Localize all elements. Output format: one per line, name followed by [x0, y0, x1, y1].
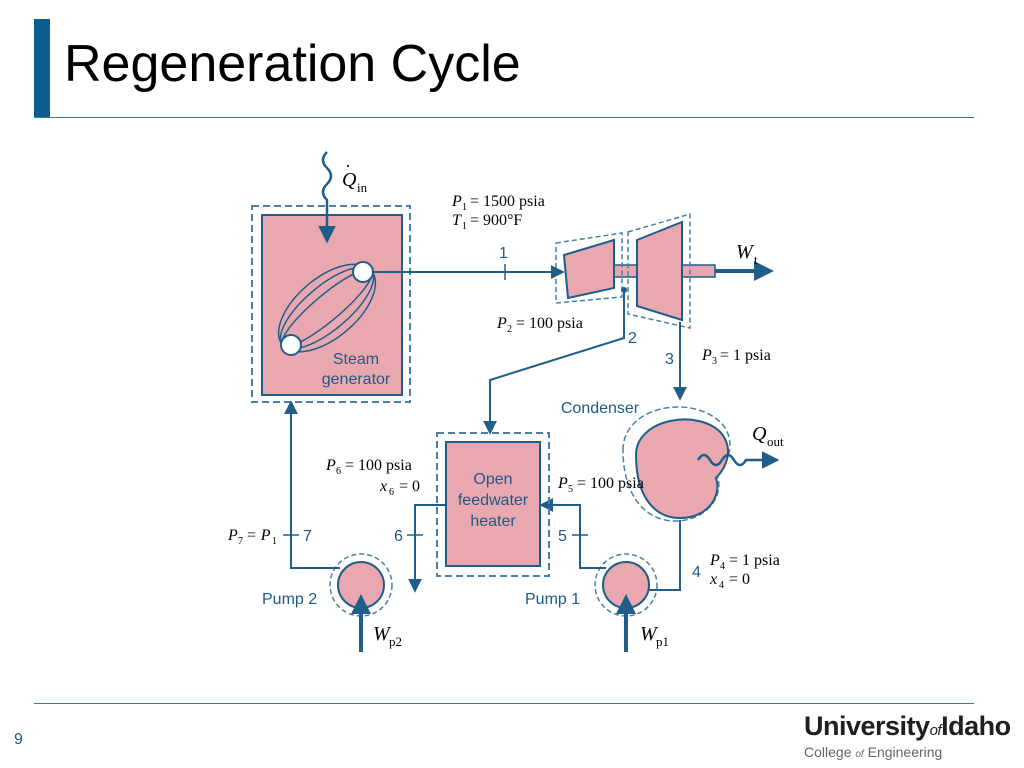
- state-4-number: 4: [692, 564, 701, 581]
- w-p1-label: W: [640, 623, 659, 645]
- generator-outlet-node: [352, 261, 374, 283]
- q-out-label: Q: [752, 423, 767, 445]
- slide-title: Regeneration Cycle: [64, 35, 521, 93]
- top-rule: [34, 117, 974, 118]
- condition-p5: P 5 = 100 psia: [557, 475, 644, 495]
- condition-x4: x 4 = 0: [709, 571, 750, 591]
- q-in-dot: ·: [345, 156, 351, 176]
- pump-2-label: Pump 2: [262, 591, 317, 608]
- condition-p1: P 1 = 1500 psia: [451, 193, 545, 213]
- svg-text:4: 4: [719, 580, 724, 591]
- heater-label-1: Open: [473, 471, 512, 488]
- w-p1-sub: p1: [656, 634, 669, 649]
- generator-inlet-node: [280, 334, 302, 356]
- svg-text:x: x: [709, 571, 717, 588]
- condition-p7: P 7 = P 1: [227, 527, 277, 547]
- svg-text:1: 1: [462, 202, 467, 213]
- state-7-number: 7: [303, 528, 312, 545]
- svg-text:= 0: = 0: [399, 478, 420, 495]
- condition-x6: x 6 = 0: [379, 478, 420, 498]
- svg-text:= 100 psia: = 100 psia: [345, 457, 412, 474]
- state-6-number: 6: [394, 528, 403, 545]
- state-3-number: 3: [665, 351, 674, 368]
- svg-text:= 100 psia: = 100 psia: [516, 315, 583, 332]
- svg-text:2: 2: [507, 324, 512, 335]
- svg-text:P: P: [709, 552, 720, 569]
- state-1-number: 1: [499, 245, 508, 262]
- heater-label-3: heater: [470, 513, 516, 530]
- university-logo: UniversityofIdaho College of Engineering: [804, 711, 1016, 760]
- state-6-line: [408, 504, 446, 593]
- condenser-label: Condenser: [561, 400, 640, 417]
- state-5-line: [539, 498, 606, 569]
- condition-p4: P 4 = 1 psia: [709, 552, 780, 572]
- w-t-sub: t: [754, 252, 758, 267]
- svg-text:P: P: [496, 315, 507, 332]
- condenser: [622, 406, 731, 522]
- svg-text:P: P: [325, 457, 336, 474]
- turbine: [555, 213, 716, 329]
- svg-text:P: P: [227, 527, 238, 544]
- logo-sub-text: College of Engineering: [804, 744, 943, 760]
- svg-text:P: P: [701, 347, 712, 364]
- svg-text:= 1500 psia: = 1500 psia: [470, 193, 545, 210]
- svg-text:x: x: [379, 478, 387, 495]
- steam-generator-label-1: Steam: [333, 351, 379, 368]
- page-number: 9: [14, 731, 23, 748]
- svg-text:= 1 psia: = 1 psia: [729, 552, 780, 569]
- state-2-line: [483, 290, 625, 435]
- state-4-line: [633, 520, 681, 597]
- svg-text:= 100 psia: = 100 psia: [577, 475, 644, 492]
- svg-text:T: T: [452, 212, 462, 229]
- svg-text:= P: = P: [246, 527, 271, 544]
- heat-in-arrow: [318, 151, 336, 244]
- w-p2-label: W: [373, 623, 392, 645]
- svg-text:1: 1: [272, 536, 277, 547]
- svg-text:1: 1: [462, 221, 467, 232]
- svg-text:7: 7: [238, 536, 243, 547]
- svg-text:3: 3: [712, 356, 717, 367]
- svg-text:6: 6: [389, 487, 394, 498]
- heat-out-arrow: [696, 451, 780, 469]
- condition-p2: P 2 = 100 psia: [496, 315, 583, 335]
- svg-text:4: 4: [720, 561, 725, 572]
- steam-generator-label-2: generator: [322, 371, 391, 388]
- heater-label-2: feedwater: [458, 492, 529, 509]
- q-in-sub: in: [357, 180, 368, 195]
- steam-generator: [251, 205, 411, 403]
- w-t-label: W: [736, 241, 755, 263]
- svg-text:= 0: = 0: [729, 571, 750, 588]
- pump-1-label: Pump 1: [525, 591, 580, 608]
- condition-p3: P 3 = 1 psia: [701, 347, 771, 367]
- q-out-sub: out: [767, 434, 784, 449]
- state-5-number: 5: [558, 528, 567, 545]
- logo-main-text: UniversityofIdaho: [804, 711, 1011, 741]
- state-2-number: 2: [628, 330, 637, 347]
- svg-text:6: 6: [336, 466, 341, 477]
- svg-text:P: P: [451, 193, 462, 210]
- svg-text:= 1 psia: = 1 psia: [720, 347, 771, 364]
- svg-text:= 900°F: = 900°F: [470, 212, 522, 229]
- q-in-label: Q: [342, 169, 357, 191]
- svg-text:P: P: [557, 475, 568, 492]
- condition-t1: T 1 = 900°F: [452, 212, 522, 232]
- svg-text:5: 5: [568, 484, 573, 495]
- condition-p6: P 6 = 100 psia: [325, 457, 412, 477]
- open-feedwater-heater: [436, 432, 550, 577]
- state-7-line: [284, 400, 340, 569]
- w-p2-sub: p2: [389, 634, 402, 649]
- title-accent-bar: [34, 19, 50, 117]
- bottom-rule: [34, 703, 974, 704]
